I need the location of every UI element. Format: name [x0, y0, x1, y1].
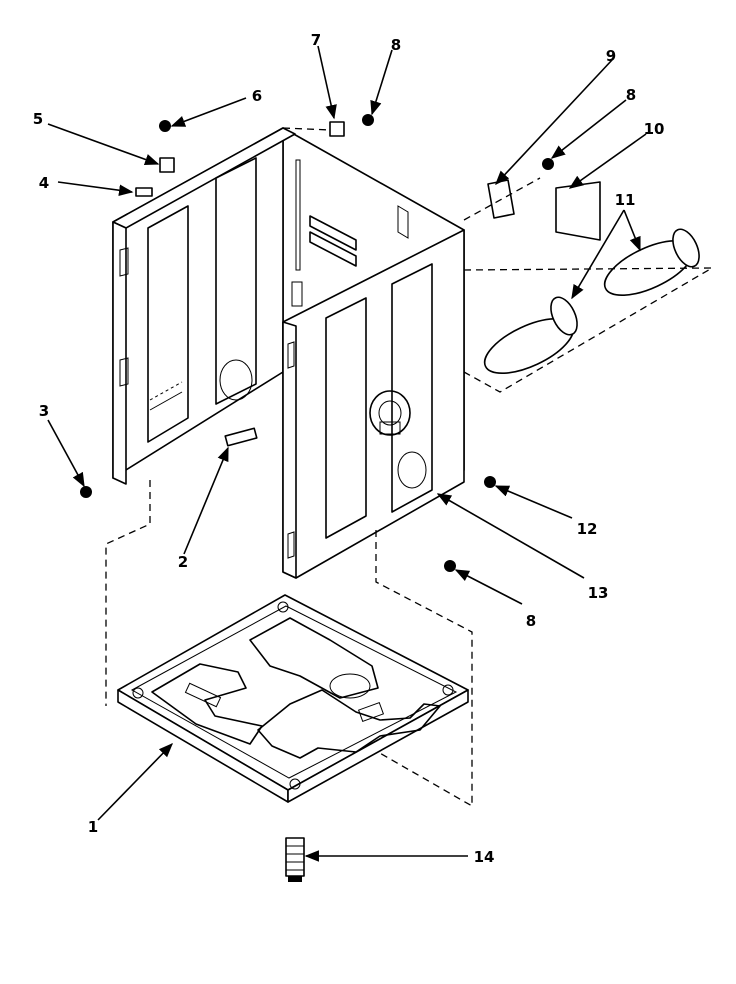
assembly-lines	[105, 127, 715, 808]
callout-8-top: 8	[391, 36, 401, 54]
screw-8c	[444, 560, 456, 572]
screw-3	[80, 486, 92, 498]
callout-3: 3	[39, 402, 49, 420]
callout-5: 5	[33, 110, 43, 128]
leg-14	[285, 837, 305, 882]
leader-lines	[47, 45, 647, 862]
nut-5	[159, 157, 175, 173]
screw-8b	[542, 158, 554, 170]
callout-10: 10	[644, 120, 665, 138]
callout-14: 14	[474, 848, 495, 866]
callout-8-bottom: 8	[526, 612, 536, 630]
pads-11	[483, 228, 700, 375]
base-pan	[117, 594, 469, 803]
callout-7: 7	[311, 31, 321, 49]
callout-labels: 1 2 3 4 5 6 7 8 9 8 10 11 12 13 8 14	[33, 31, 665, 866]
callout-9: 9	[606, 47, 616, 65]
callout-12: 12	[577, 520, 598, 538]
spacer-4	[135, 187, 153, 197]
callout-13: 13	[588, 584, 609, 602]
callout-8-right: 8	[626, 86, 636, 104]
callout-1: 1	[88, 818, 98, 836]
callout-2: 2	[178, 553, 188, 571]
label-10	[555, 181, 601, 241]
callout-4: 4	[39, 174, 49, 192]
front-panel	[282, 229, 465, 579]
callout-6: 6	[252, 87, 262, 105]
clip-7	[329, 121, 345, 137]
label-2	[224, 427, 258, 447]
screw-6	[159, 120, 171, 132]
callout-11: 11	[615, 191, 636, 209]
screw-8a	[362, 114, 374, 126]
screw-12	[484, 476, 496, 488]
